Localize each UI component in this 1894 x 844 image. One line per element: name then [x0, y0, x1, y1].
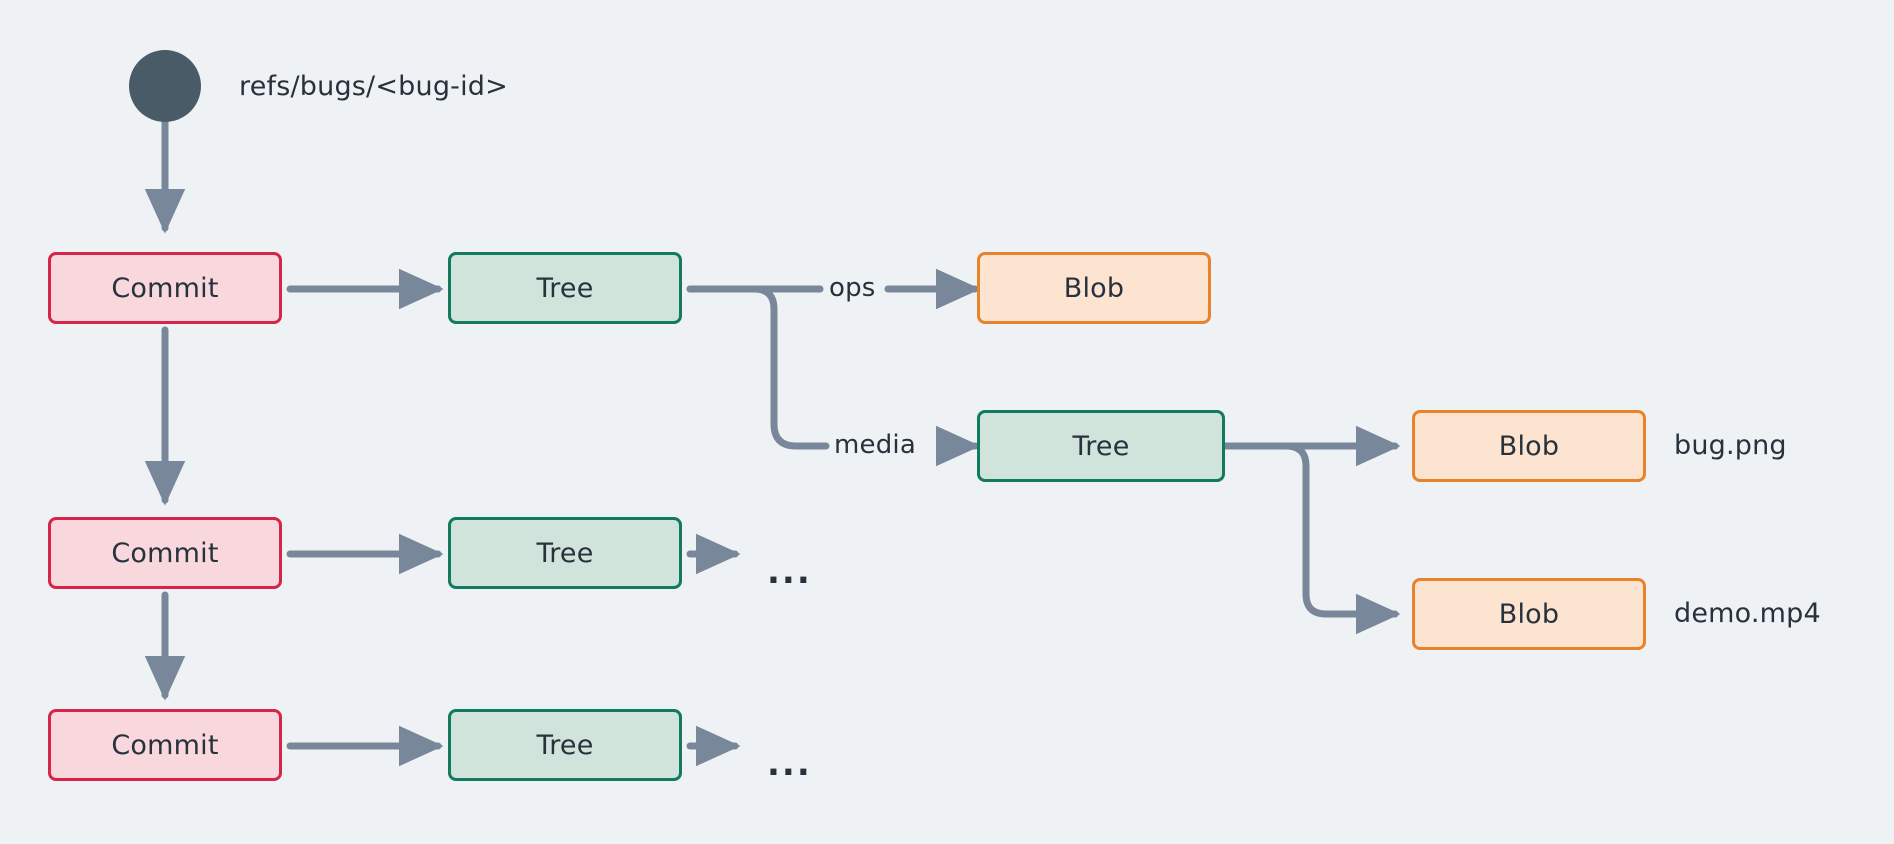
node-blob-bug-png[interactable]: Blob: [1412, 410, 1646, 482]
node-commit-3[interactable]: Commit: [48, 709, 282, 781]
node-tree-3-label: Tree: [536, 729, 594, 761]
node-tree-3[interactable]: Tree: [448, 709, 682, 781]
edge-label-media: media: [831, 430, 919, 460]
node-tree-media-label: Tree: [1072, 430, 1130, 462]
edge-treemedia-to-blob-demomp4: [1221, 442, 1401, 635]
node-tree-media[interactable]: Tree: [977, 410, 1225, 482]
edge-label-ops: ops: [826, 273, 879, 303]
ref-start-dot: [129, 50, 201, 122]
node-commit-3-label: Commit: [111, 729, 219, 761]
file-label-bug-png: bug.png: [1674, 430, 1787, 461]
node-tree-1[interactable]: Tree: [448, 252, 682, 324]
node-tree-1-label: Tree: [536, 272, 594, 304]
node-commit-1-label: Commit: [111, 272, 219, 304]
node-blob-ops[interactable]: Blob: [977, 252, 1211, 324]
node-commit-1[interactable]: Commit: [48, 252, 282, 324]
ellipsis-tree-2: ...: [767, 552, 812, 592]
node-blob-ops-label: Blob: [1063, 272, 1125, 304]
node-tree-2[interactable]: Tree: [448, 517, 682, 589]
node-commit-2-label: Commit: [111, 537, 219, 569]
ellipsis-tree-3: ...: [767, 744, 812, 784]
node-tree-2-label: Tree: [536, 537, 594, 569]
file-label-demo-mp4: demo.mp4: [1674, 598, 1821, 629]
node-commit-2[interactable]: Commit: [48, 517, 282, 589]
node-blob-demo-mp4-label: Blob: [1498, 598, 1560, 630]
node-blob-demo-mp4[interactable]: Blob: [1412, 578, 1646, 650]
ref-label: refs/bugs/<bug-id>: [239, 71, 508, 102]
node-blob-bug-png-label: Blob: [1498, 430, 1560, 462]
edge-tree1-branch-to-media: [686, 285, 830, 450]
